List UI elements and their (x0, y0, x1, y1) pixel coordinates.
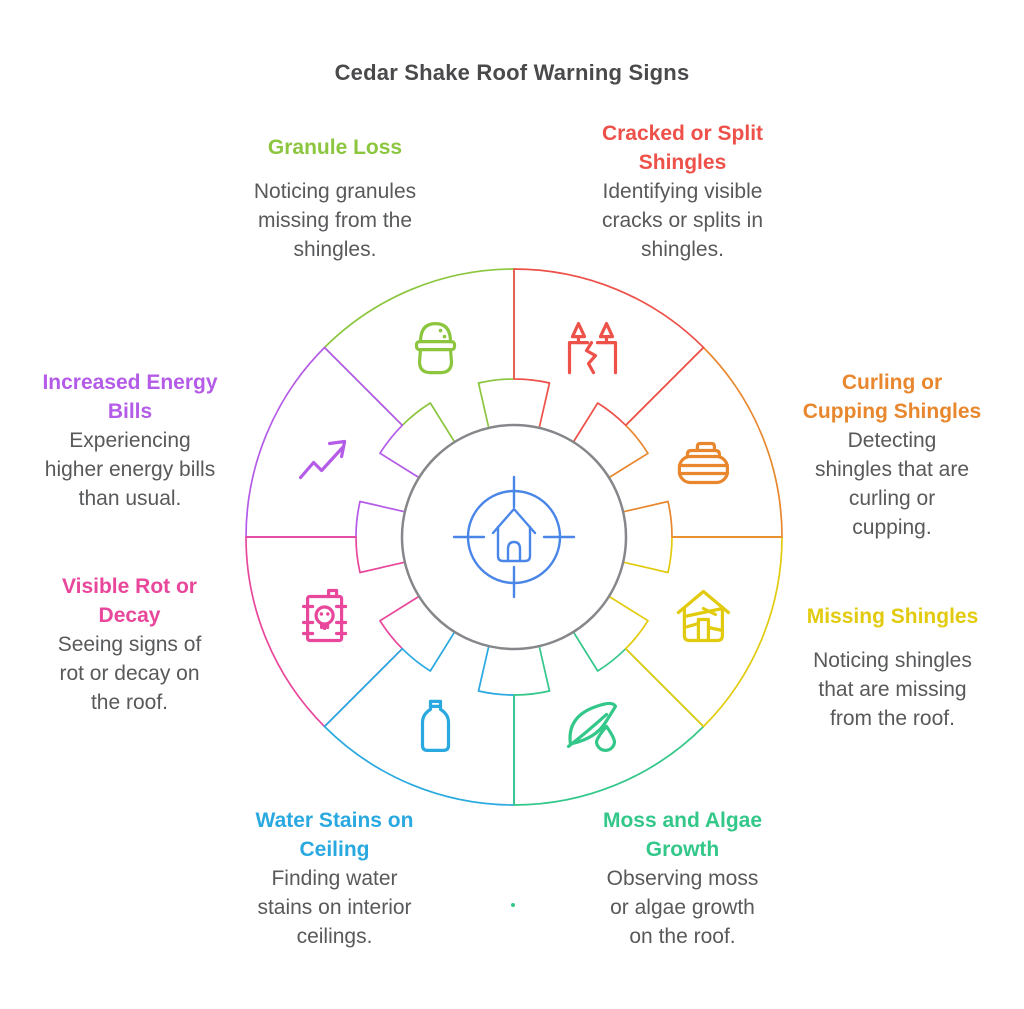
segment-description: Noticing granules missing from the shing… (253, 180, 417, 261)
segment-description: Identifying visible cracks or splits in … (601, 180, 764, 261)
curling-stone-icon (677, 441, 730, 485)
wheel-segment (513, 268, 705, 443)
label-granule-loss: Granule Loss Noticing granules missing f… (225, 133, 445, 264)
granule-sack-icon (414, 322, 457, 375)
house-target-icon (452, 475, 576, 599)
wheel-segment (608, 346, 783, 538)
trend-arrow-icon (299, 439, 347, 480)
segment-heading: Curling or Cupping Shingles (802, 371, 982, 423)
label-visible-rot-or-decay: Visible Rot or Decay Seeing signs of rot… (22, 572, 237, 717)
page-title: Cedar Shake Roof Warning Signs (334, 60, 690, 85)
decorative-dot (511, 903, 515, 907)
wheel-segment (245, 346, 420, 538)
label-moss-and-algae-growth: Moss and Algae Growth Observing moss or … (565, 806, 800, 951)
label-increased-energy-bills: Increased Energy Bills Experiencing high… (15, 368, 245, 513)
toxic-barrel-icon (302, 588, 348, 643)
segment-description: Finding water stains on interior ceiling… (257, 867, 412, 948)
hub-ring (400, 423, 628, 651)
segment-heading: Moss and Algae Growth (602, 809, 763, 861)
label-water-stains-on-ceiling: Water Stains on Ceiling Finding water st… (222, 806, 447, 951)
label-curling-or-cupping-shingles: Curling or Cupping Shingles Detecting sh… (772, 368, 1012, 542)
segment-description: Noticing shingles that are missing from … (813, 649, 972, 730)
segment-heading: Visible Rot or Decay (62, 575, 197, 627)
label-cracked-or-split-shingles: Cracked or Split Shingles Identifying vi… (565, 119, 800, 264)
segment-heading: Water Stains on Ceiling (255, 809, 414, 861)
segment-description: Detecting shingles that are curling or c… (814, 429, 970, 539)
water-bottle-icon (420, 699, 451, 753)
wheel-segment (513, 631, 705, 806)
segment-heading: Cracked or Split Shingles (601, 122, 764, 174)
split-shingles-icon (567, 322, 618, 375)
segment-heading: Increased Energy Bills (42, 371, 218, 423)
label-missing-shingles: Missing Shingles Noticing shingles that … (770, 602, 1015, 733)
segment-heading: Missing Shingles (806, 605, 979, 628)
leaf-droplet-icon (566, 701, 618, 752)
segment-description: Seeing signs of rot or decay on the roof… (57, 633, 202, 714)
damaged-house-icon (676, 589, 731, 643)
segment-heading: Granule Loss (267, 136, 403, 159)
segment-description: Observing moss or algae growth on the ro… (606, 867, 759, 948)
wheel-segment (323, 631, 515, 806)
wheel-segment (608, 536, 783, 728)
wheel-segment (245, 536, 420, 728)
wheel-segment (323, 268, 515, 443)
segment-description: Experiencing higher energy bills than us… (44, 429, 216, 510)
